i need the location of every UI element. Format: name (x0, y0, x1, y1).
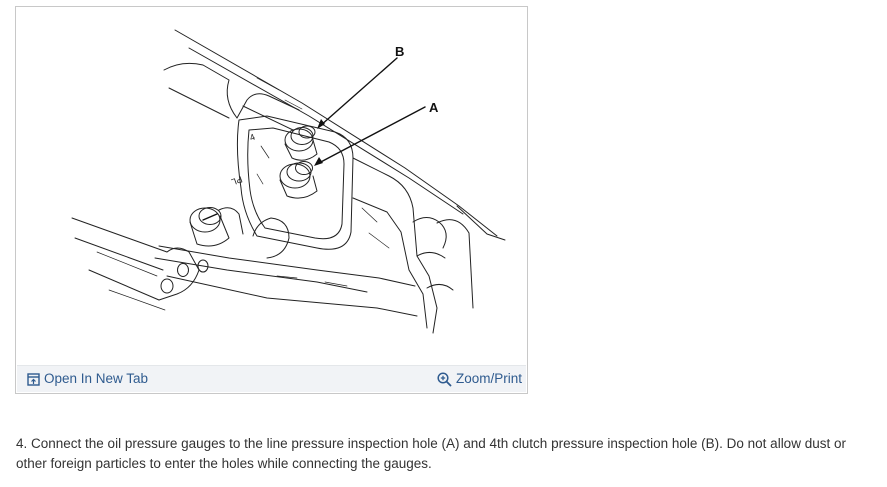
zoom-print-link[interactable]: Zoom/Print (437, 370, 522, 388)
transmission-diagram: 4 PL (17, 8, 526, 366)
bolt-boss-2 (416, 252, 446, 259)
pipe-line-1 (71, 217, 168, 253)
bolt-boss-1 (412, 217, 447, 249)
case-lower-edge-2 (154, 257, 368, 293)
flange-hole-1 (160, 278, 174, 294)
housing-detail-right (361, 207, 390, 249)
housing-upper-edge (174, 29, 498, 237)
housing-right-inner (352, 197, 428, 329)
stamped-pl-marking: PL (230, 174, 244, 187)
leader-line-a (316, 106, 426, 165)
pipe-line-3 (88, 269, 160, 301)
housing-flange (163, 62, 238, 119)
housing-line (168, 87, 230, 119)
housing-rib (236, 93, 300, 119)
plate-marks (256, 145, 270, 185)
pipe-detail (96, 251, 166, 311)
inspection-plug-b (284, 125, 318, 161)
leader-arrow-b (317, 119, 325, 129)
figure-footer: Open In New Tab Zoom/Print (17, 365, 526, 392)
open-in-new-tab-label: Open In New Tab (44, 371, 149, 386)
drain-bolt (189, 207, 230, 247)
step-instruction-text: 4. Connect the oil pressure gauges to th… (16, 436, 846, 471)
leader-line-b (319, 57, 398, 127)
callout-a-label: A (429, 100, 439, 115)
leader-arrow-a (314, 157, 323, 166)
pipe-line-2 (74, 237, 164, 271)
stamped-4-marking: 4 (248, 132, 256, 143)
housing-rib-lower (242, 105, 294, 131)
case-lower-detail (276, 275, 348, 287)
bolt-seat (218, 207, 244, 235)
zoom-in-icon (437, 371, 452, 386)
housing-right-edge (352, 157, 438, 334)
case-lower-edge (158, 245, 416, 287)
case-lower-edge-3 (166, 275, 418, 317)
bolt-boss-3 (426, 284, 454, 291)
zoom-print-label: Zoom/Print (455, 371, 522, 386)
housing-upper-edge-inner (188, 47, 464, 215)
open-in-new-tab-link[interactable]: Open In New Tab (27, 370, 148, 388)
figure-card: 4 PL (15, 6, 528, 394)
callout-b-label: B (395, 44, 404, 59)
mount-boss (252, 217, 290, 259)
housing-far-right (436, 219, 474, 309)
boss-plate-outline (236, 115, 354, 250)
inspection-plug-a (279, 161, 318, 199)
flange-hole-3 (197, 259, 209, 273)
flange-hole-2 (177, 263, 189, 277)
housing-corner (456, 205, 506, 241)
housing-detail (256, 77, 303, 110)
open-in-new-tab-icon (27, 372, 40, 386)
